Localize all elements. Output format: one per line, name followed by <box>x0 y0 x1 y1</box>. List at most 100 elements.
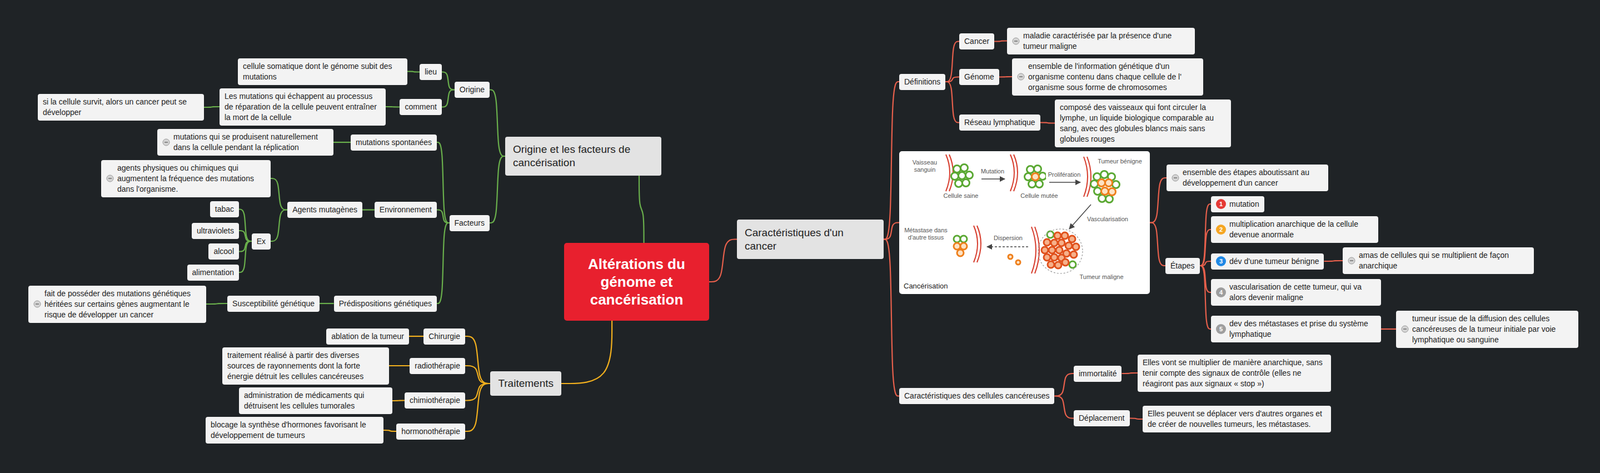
topic-text: maladie caractérisée par la présence d'u… <box>1023 30 1190 52</box>
subtopic-box: administration de médicaments qui détrui… <box>238 387 393 415</box>
subtopic-box: composé des vaisseaux qui font circuler … <box>1054 99 1231 148</box>
subtopic-box: Origine <box>454 81 490 98</box>
step-number: 3 <box>1215 256 1226 267</box>
branch-connector <box>1199 265 1211 330</box>
topic-text: Elles vont se multiplier de manière anar… <box>1142 357 1327 390</box>
branch-connector <box>333 141 351 143</box>
topic-text: alimentation <box>192 267 235 278</box>
figure-label: Prolifération <box>1045 171 1083 179</box>
topic-text: Déplacement <box>1078 412 1125 424</box>
subtopic-box: Susceptibilité génétique <box>227 295 320 312</box>
subtopic-box: fait de posséder des mutations génétique… <box>28 285 207 323</box>
subtopic-box: mutations spontanées <box>350 134 437 151</box>
branch-connector <box>436 210 450 224</box>
branch-connector <box>561 320 612 384</box>
subtopic-box: Ex <box>251 233 271 250</box>
subtopic-box: alimentation <box>187 264 240 281</box>
topic-text: Ex <box>256 236 266 247</box>
subtopic-box: 4vascularisation de cette tumeur, qui va… <box>1210 278 1382 306</box>
central-topic: Altérations du génome et cancérisation <box>564 242 710 321</box>
branch-connector <box>407 71 420 73</box>
branch-connector <box>1149 177 1167 223</box>
branch-connector <box>436 222 450 304</box>
topic-text: tabac <box>215 203 234 215</box>
subtopic-box: tabac <box>210 201 239 218</box>
topic-text: Prédispositions génétiques <box>339 298 432 309</box>
topic-text: Caractéristiques des cellules cancéreuse… <box>904 390 1050 402</box>
topic-text: comment <box>404 101 437 113</box>
subtopic-box: comment <box>399 98 442 116</box>
topic-text: ensemble de l'information génétique d'un… <box>1028 61 1199 93</box>
note-icon <box>1347 256 1356 265</box>
topic-text: dév d'une tumeur bénigne <box>1229 256 1319 267</box>
branch-connector <box>362 208 375 211</box>
topic-text: fait de posséder des mutations génétique… <box>44 288 202 321</box>
topic-text: Elles peuvent se déplacer vers d'autres … <box>1147 408 1327 430</box>
figure-label: Vascularisation <box>1082 215 1133 223</box>
subtopic-box: ablation de la tumeur <box>326 328 410 345</box>
subtopic-box: Déplacement <box>1073 410 1130 427</box>
branch-connector <box>999 76 1013 78</box>
subtopic-box: Environnement <box>374 201 437 218</box>
branch-connector <box>1323 260 1343 262</box>
topic-text: lieu <box>424 66 437 78</box>
figure-label: Mutation <box>978 167 1008 176</box>
step-number: 5 <box>1215 324 1226 335</box>
branch-connector <box>203 106 220 108</box>
topic-text: amas de cellules qui se multiplient de f… <box>1358 250 1529 272</box>
topic-text: Réseau lymphatique <box>964 117 1036 128</box>
topic-text: alcool <box>213 246 234 257</box>
subtopic-box: Prédispositions génétiques <box>334 295 437 312</box>
topic-text: Agents mutagènes <box>292 204 358 216</box>
topic-text: Environnement <box>379 204 432 216</box>
illustration-panel: Vaisseau sanguinCellule saineMutationCel… <box>899 151 1150 294</box>
figure-label: Dispersion <box>991 234 1025 242</box>
subtopic-box: 3dév d'une tumeur bénigne <box>1210 253 1324 270</box>
subtopic-box: Génome <box>959 68 1000 86</box>
main-topic: Origine et les facteurs de cancérisation <box>505 136 662 176</box>
subtopic-box: Agents mutagènes <box>287 201 363 218</box>
topic-text: Susceptibilité génétique <box>232 298 315 309</box>
main-topic: Traitements <box>490 371 562 396</box>
branch-connector <box>270 178 288 211</box>
subtopic-box: Facteurs <box>449 215 490 232</box>
topic-text: Étapes <box>1170 260 1195 272</box>
subtopic-box: Réseau lymphatique <box>959 114 1041 131</box>
subtopic-box: ensemble des étapes aboutissant au dével… <box>1166 164 1329 192</box>
subtopic-box: alcool <box>208 243 239 260</box>
branch-connector <box>1149 222 1166 267</box>
branch-connector <box>392 399 405 402</box>
branch-connector <box>465 365 491 384</box>
subtopic-box: radiothérapie <box>409 357 466 375</box>
topic-text: radiothérapie <box>414 360 461 372</box>
topic-text: chimiothérapie <box>409 395 461 406</box>
topic-text: traitement réalisé à partir des diverses… <box>227 350 385 382</box>
topic-text: blocage la synthèse d'hormones favorisan… <box>210 419 379 441</box>
branch-connector <box>238 209 252 242</box>
branch-connector <box>385 106 400 108</box>
subtopic-box: Les mutations qui échappent au processus… <box>219 88 386 126</box>
subtopic-box: amas de cellules qui se multiplient de f… <box>1342 247 1534 274</box>
topic-text: multiplication anarchique de la cellule … <box>1229 218 1374 241</box>
branch-connector <box>1040 122 1055 124</box>
subtopic-box: 5dev des métastases et prise du système … <box>1210 315 1382 343</box>
branch-connector <box>489 156 506 223</box>
branch-connector <box>1054 396 1074 419</box>
subtopic-box: hormonothérapie <box>396 423 466 440</box>
topic-text: administration de médicaments qui détrui… <box>243 390 388 412</box>
branch-connector <box>319 302 335 304</box>
subtopic-box: chimiothérapie <box>404 392 466 409</box>
subtopic-box: blocage la synthèse d'hormones favorisan… <box>205 416 384 444</box>
branch-connector <box>883 222 900 240</box>
figure-label: Cellule mutée <box>1018 192 1061 200</box>
subtopic-box: cellule somatique dont le génome subit d… <box>237 58 408 86</box>
subtopic-box: immortalité <box>1073 365 1122 382</box>
panel-caption: Cancérisation <box>903 281 949 291</box>
topic-text: hormonothérapie <box>401 426 461 437</box>
subtopic-box: ensemble de l'information génétique d'un… <box>1012 58 1204 96</box>
topic-text: Cancer <box>964 36 990 47</box>
main-topic: Caractéristiques d'un cancer <box>736 219 884 259</box>
topic-text: composé des vaisseaux qui font circuler … <box>1059 102 1226 145</box>
branch-connector <box>1121 372 1138 374</box>
